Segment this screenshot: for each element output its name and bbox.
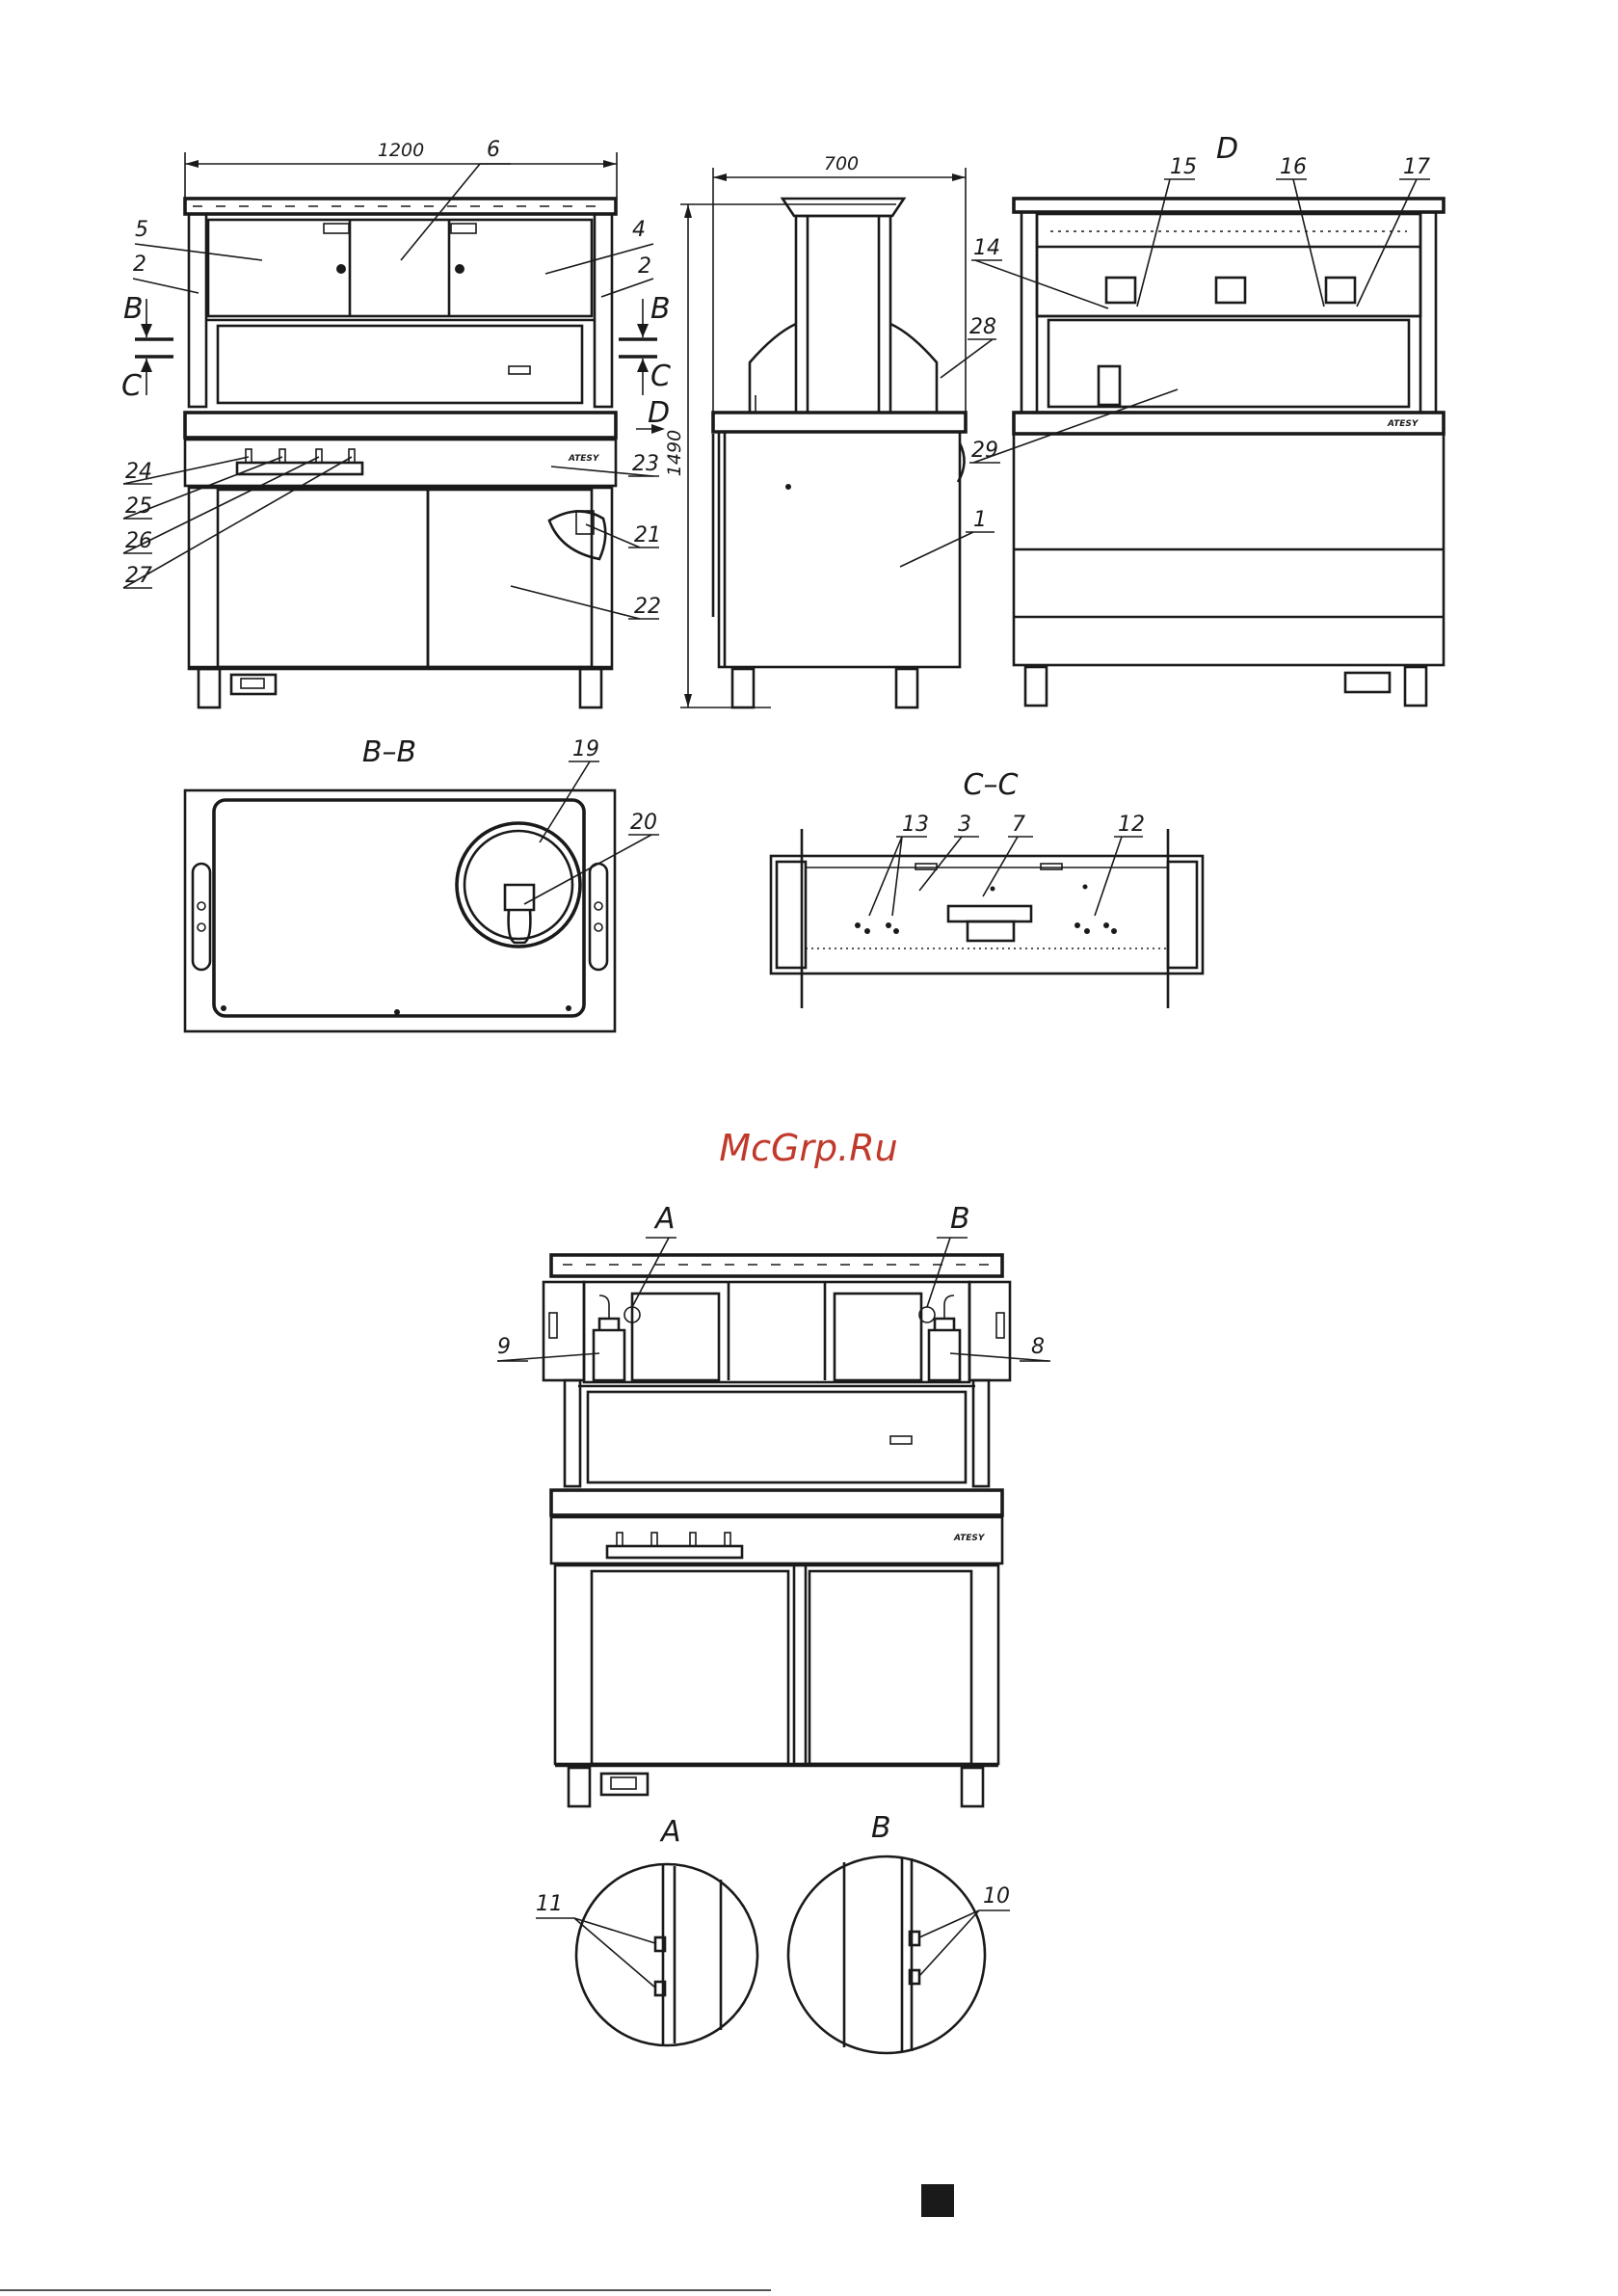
watermark: McGrp.Ru (719, 1127, 897, 1169)
depth-dimension: 700 (824, 153, 859, 174)
view-mark-d: D (648, 396, 670, 430)
front-brand-mark: ATESY (568, 454, 600, 464)
callout-27: 27 (125, 564, 152, 588)
detail-a-title: A (659, 1815, 681, 1849)
front-callouts: 6 5 2 4 2 24 25 26 27 23 (123, 138, 661, 619)
view-d-title: D (1216, 132, 1238, 166)
callout-15: 15 (1170, 155, 1197, 179)
height-dimension: 1490 (664, 430, 685, 476)
section-c-c-title: C–C (964, 768, 1019, 802)
callout-1: 1 (973, 508, 987, 532)
section-mark-b-left: B (123, 292, 144, 326)
callout-11: 11 (536, 1892, 563, 1916)
section-c-c: C–C 13 3 7 12 (771, 768, 1203, 1008)
detail-b-mark: B (950, 1202, 970, 1236)
lower-front-view: ATESY A B 9 8 (497, 1202, 1050, 1806)
section-mark-c-left: C (121, 369, 142, 403)
section-b-b-title: B–B (362, 735, 416, 769)
detail-b-title: B (871, 1811, 891, 1845)
callout-6: 6 (487, 138, 500, 162)
callout-12: 12 (1118, 813, 1145, 837)
callout-24: 24 (125, 460, 152, 484)
callout-2-right: 2 (638, 254, 651, 279)
front-view: 1200 ATESY (121, 138, 671, 707)
callout-29: 29 (971, 439, 998, 463)
view-d: D ATESY 14 15 16 17 29 (969, 132, 1444, 706)
callout-3: 3 (958, 813, 971, 837)
callout-25: 25 (125, 494, 152, 519)
detail-a: A 11 (536, 1815, 757, 2045)
callout-2-left: 2 (133, 253, 146, 277)
section-mark-c-right: C (650, 360, 671, 393)
callout-4: 4 (632, 218, 646, 242)
callout-26: 26 (125, 529, 152, 553)
callout-28: 28 (969, 315, 996, 339)
callout-7: 7 (1012, 813, 1025, 837)
detail-a-mark: A (653, 1202, 676, 1236)
callout-22: 22 (634, 595, 661, 619)
rear-brand-mark: ATESY (1387, 419, 1419, 429)
callout-8: 8 (1031, 1335, 1045, 1359)
section-b-b: B–B 19 20 (185, 735, 659, 1031)
lower-brand-mark: ATESY (953, 1534, 986, 1543)
callout-9: 9 (497, 1335, 511, 1359)
callout-17: 17 (1403, 155, 1430, 179)
callout-16: 16 (1280, 155, 1307, 179)
callout-13: 13 (902, 813, 929, 837)
callout-10: 10 (983, 1884, 1010, 1909)
callout-5: 5 (135, 218, 148, 242)
callout-21: 21 (634, 523, 661, 547)
callout-20: 20 (630, 811, 657, 835)
section-mark-b-right: B (650, 292, 671, 326)
callout-19: 19 (572, 737, 599, 761)
callout-14: 14 (973, 236, 1000, 260)
side-view: 700 1490 28 1 (664, 153, 996, 707)
detail-b: B 10 (788, 1811, 1010, 2053)
page-marker (921, 2184, 954, 2217)
callout-23: 23 (632, 452, 659, 476)
width-dimension: 1200 (378, 140, 424, 161)
